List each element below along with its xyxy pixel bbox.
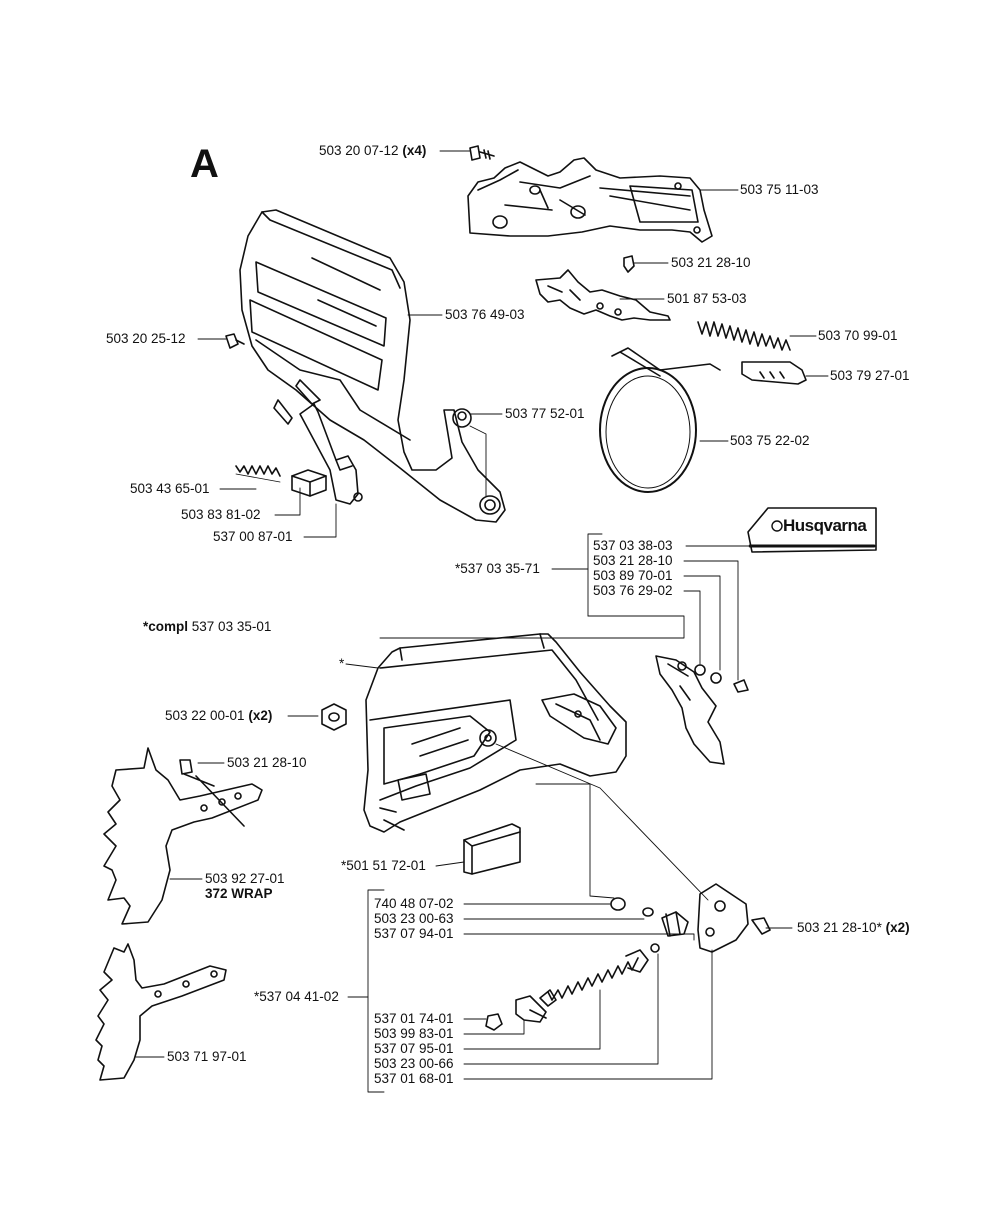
asterisk-mark: *: [339, 656, 345, 671]
part-label: 503 21 28-10* (x2): [797, 920, 910, 935]
part-label: 503 21 28-10: [593, 553, 673, 568]
part-label: 503 76 29-02: [593, 583, 673, 598]
brake-lever-part: [299, 403, 363, 505]
clutch-cover-part: [363, 633, 627, 833]
section-letter: A: [190, 142, 219, 186]
rubber-cover-part: [463, 823, 521, 875]
brake-band-part: [599, 347, 721, 493]
spring-part: [235, 465, 281, 483]
screw-part: [751, 917, 771, 935]
part-label: 503 76 49-03: [445, 307, 525, 322]
part-label: 537 00 87-01: [213, 529, 293, 544]
screw-part: [469, 145, 495, 161]
part-label: 537 01 68-01: [374, 1071, 454, 1086]
part-label: 503 79 27-01: [830, 368, 910, 383]
leader-lines: [135, 150, 829, 1093]
part-label: 503 20 07-12 (x4): [319, 143, 427, 158]
part-label: 503 21 28-10: [671, 255, 751, 270]
part-label: 537 07 95-01: [374, 1041, 454, 1056]
screw-part: [179, 759, 245, 827]
part-label: 503 83 81-02: [181, 507, 261, 522]
part-label: 503 71 97-01: [167, 1049, 247, 1064]
part-label: 503 92 27-01: [205, 871, 285, 886]
part-label: 537 01 74-01: [374, 1011, 454, 1026]
tensioner-screw-part: [539, 943, 660, 1007]
brand-logo-text: Husqvarna: [783, 516, 867, 535]
part-label: 503 23 00-66: [374, 1056, 454, 1071]
model-variant-label: 372 WRAP: [205, 886, 273, 901]
part-label: 537 07 94-01: [374, 926, 454, 941]
part-label: 503 70 99-01: [818, 328, 898, 343]
brake-cover-part: [467, 157, 713, 243]
o-ring-part: [610, 897, 654, 917]
part-label: 503 99 83-01: [374, 1026, 454, 1041]
tensioner-pin-part: [515, 995, 547, 1023]
brake-latch-part: [535, 269, 671, 321]
part-label: *537 03 35-71: [455, 561, 540, 576]
part-label: 501 87 53-03: [667, 291, 747, 306]
adjuster-gear-part: [661, 911, 689, 937]
spike-bumper-small-part: [95, 943, 227, 1081]
clip-part: [741, 361, 807, 385]
part-label: 503 43 65-01: [130, 481, 210, 496]
husqvarna-decal-part: [747, 507, 877, 553]
part-label: 537 03 38-03: [593, 538, 673, 553]
part-label: 503 75 11-03: [740, 182, 819, 197]
bumper-plate-part: [655, 655, 725, 765]
bushing-part: [452, 408, 472, 428]
part-label: 503 21 28-10: [227, 755, 307, 770]
spike-bumper-part: [103, 747, 263, 925]
bar-nut-part: [321, 703, 347, 731]
part-label: *537 04 41-02: [254, 989, 339, 1004]
bushing-part: [291, 469, 327, 497]
spring-part: [697, 321, 791, 351]
nut-part: [485, 1013, 503, 1031]
screw-part: [623, 255, 635, 273]
part-label: 740 48 07-02: [374, 896, 454, 911]
part-label: 503 75 22-02: [730, 433, 810, 448]
complete-assembly-label: *compl 537 03 35-01: [143, 619, 272, 634]
screw-part: [225, 333, 245, 349]
part-label: *501 51 72-01: [341, 858, 426, 873]
part-label: 503 20 25-12: [106, 331, 186, 346]
tensioner-housing-part: [697, 883, 749, 953]
part-label: 503 22 00-01 (x2): [165, 708, 273, 723]
hand-guard-part: [239, 209, 506, 523]
spacer-part: [694, 664, 749, 693]
part-label: 503 23 00-63: [374, 911, 454, 926]
part-label: 503 77 52-01: [505, 406, 585, 421]
part-label: 503 89 70-01: [593, 568, 673, 583]
